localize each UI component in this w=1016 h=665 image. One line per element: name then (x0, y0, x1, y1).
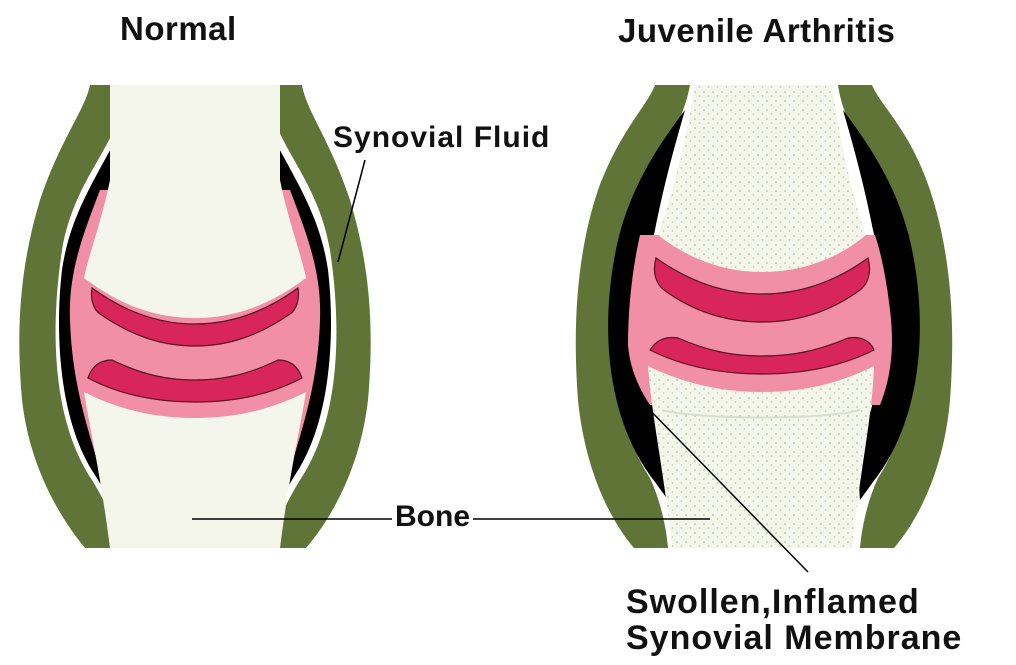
normal-upper-bone (84, 85, 306, 318)
inflamed-membrane-label-line1: Swollen,Inflamed (626, 584, 962, 620)
inflamed-membrane-label: Swollen,Inflamed Synovial Membrane (626, 584, 962, 656)
bone-label: Bone (392, 500, 473, 534)
normal-title: Normal (120, 10, 237, 48)
arthritis-joint (576, 85, 952, 550)
juvenile-arthritis-title: Juvenile Arthritis (618, 12, 895, 50)
normal-joint (19, 85, 370, 548)
synovial-fluid-label: Synovial Fluid (333, 121, 550, 155)
inflamed-membrane-label-line2: Synovial Membrane (626, 620, 962, 656)
